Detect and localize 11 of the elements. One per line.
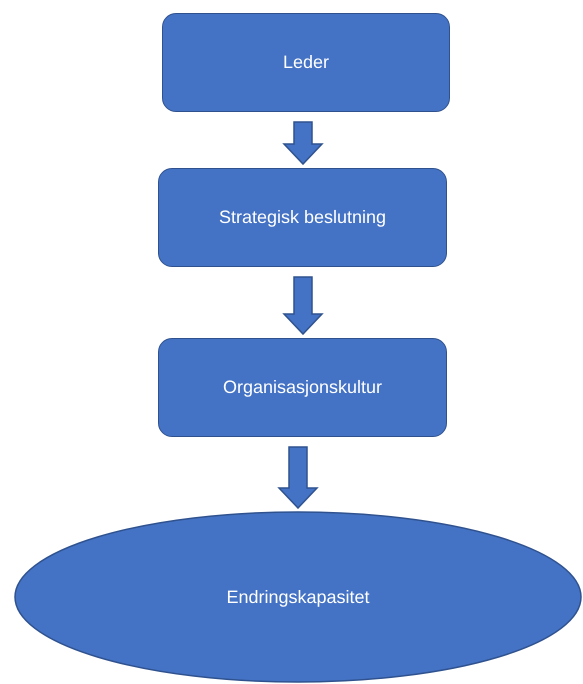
block-arrow: [277, 446, 319, 510]
block-arrow: [282, 276, 324, 336]
node-label: Leder: [282, 51, 330, 74]
node-label: Strategisk beslutning: [218, 206, 386, 229]
node-label: Endringskapasitet: [226, 586, 370, 609]
process-box: [158, 338, 447, 437]
process-box: [162, 13, 450, 112]
process-box: [158, 168, 447, 267]
node-label: Organisasjonskultur: [222, 376, 382, 399]
ellipse-node: [14, 511, 582, 683]
block-arrow: [282, 121, 324, 166]
